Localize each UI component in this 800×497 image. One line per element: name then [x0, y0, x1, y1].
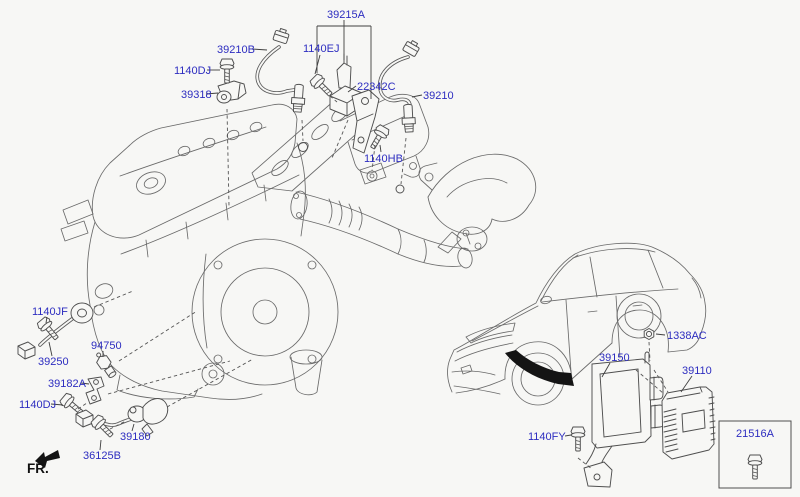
part-label-nut-ecm: 1338AC: [667, 330, 707, 342]
label-leader-lines: [45, 48, 693, 451]
nut-ecm: [643, 328, 655, 340]
pipe-sensor-boss: [395, 184, 405, 194]
part-label-bolt-crankshaft-sensor: 36125B: [83, 450, 121, 462]
part-label-bolt-knock-sensor: 1140JF: [32, 306, 68, 318]
part-label-oxygen-sensor-lower: 39210: [423, 90, 454, 102]
part-label-crankshaft-position-sensor: 39180: [120, 431, 151, 443]
bolt-ecm-bracket: [570, 426, 586, 452]
vehicle-illustration: [447, 242, 707, 406]
part-label-bolt-camshaft-sensor: 1140DJ: [174, 65, 211, 77]
part-label-bolt-exhaust-bracket: 1140HB: [364, 153, 403, 165]
oxygen-sensor-upper: [255, 27, 307, 113]
inset-bolt-icon: [747, 454, 763, 480]
assembly-dashed-lines: [77, 95, 669, 470]
part-label-oxygen-sensor-upper: 39210B: [217, 44, 255, 56]
assembly-group-bracket-lines: [316, 20, 372, 99]
front-direction-arrow-icon: [35, 450, 60, 468]
camshaft-position-sensor: [216, 80, 247, 104]
part-label-knock-sensor: 39250: [38, 356, 69, 368]
part-label-bolt-ecm-bracket: 1140FY: [528, 431, 566, 443]
front-marker-label: FR.: [27, 461, 49, 476]
crankshaft-position-sensor: [75, 398, 169, 437]
part-label-camshaft-position-sensor: 39318: [181, 89, 212, 101]
location-arrow: [505, 350, 574, 386]
exhaust-pipe-illustration: [290, 162, 488, 269]
front-direction-marker: FR.: [27, 450, 60, 476]
bolt-camshaft-sensor: [219, 58, 235, 84]
manifold-sensor-boss: [298, 142, 308, 152]
part-label-oil-pressure-switch: 94750: [91, 340, 122, 352]
bolt-crankshaft-sensor: [89, 413, 118, 442]
part-label-bracket: 22342C: [357, 81, 396, 93]
bracket-22342c: [329, 53, 380, 154]
part-label-ecm: 39110: [682, 365, 712, 377]
sensor-bracket: [85, 376, 105, 405]
part-label-sensor-bracket: 39182A: [48, 378, 87, 390]
part-label-bolt-bracket: 1140EJ: [303, 43, 340, 55]
ecm-illustration: [661, 386, 716, 460]
ecm-bracket-illustration: [583, 351, 665, 488]
part-label-bracket-assembly: 39215A: [327, 9, 366, 21]
part-label-ecm-bracket: 39150: [599, 352, 630, 364]
inset-box-border: [718, 420, 792, 489]
subframe-illustration: [418, 153, 537, 245]
part-label-bolt-sensor-bracket: 1140DJ: [19, 399, 56, 411]
oil-pressure-switch: [96, 352, 117, 378]
oxygen-sensor-lower: [378, 40, 420, 133]
part-label-inset-bolt: 21516A: [736, 428, 775, 440]
inset-box: [718, 420, 792, 489]
